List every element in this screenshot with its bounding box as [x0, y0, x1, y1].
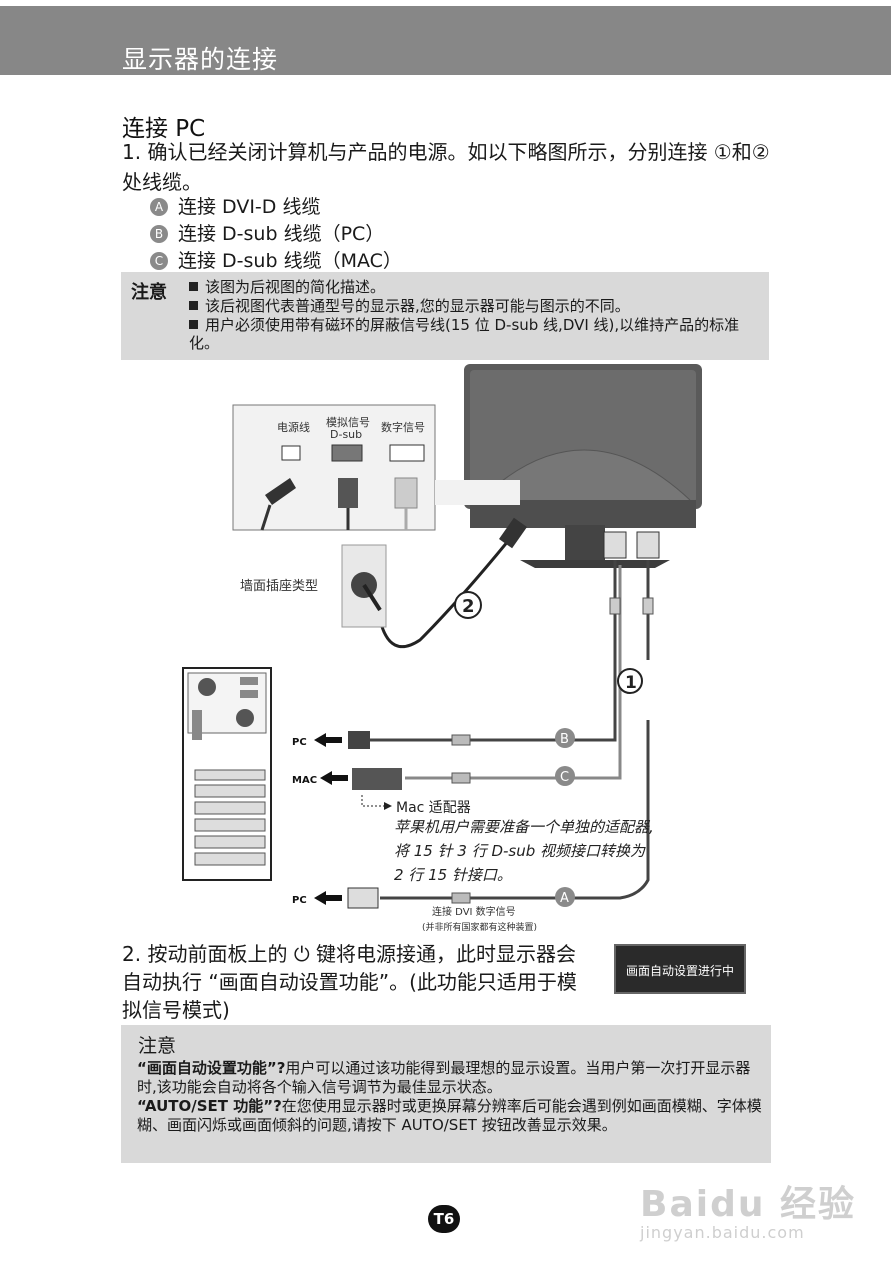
- dvi-caption-sub: (并非所有国家都有这种装置): [422, 921, 537, 933]
- option-b-label: 连接 D-sub 线缆（PC）: [178, 223, 385, 245]
- signal-cables: [347, 560, 654, 909]
- mac-adapter-note: 苹果机用户需要准备一个单独的适配器,将 15 针 3 行 D-sub 视频接口转…: [394, 818, 654, 884]
- power-cord-label: 电源线: [277, 420, 310, 434]
- step-1-text: 1. 确认已经关闭计算机与产品的电源。如以下略图所示，分别连接 ①和②处线缆。: [122, 140, 770, 194]
- note-box-1: 注意 该图为后视图的简化描述。 该后视图代表普通型号的显示器,您的显示器可能与图…: [121, 272, 769, 360]
- watermark-logo: Baidu 经验: [640, 1184, 857, 1225]
- note-1-item: 用户必须使用带有磁环的屏蔽信号线(15 位 D-sub 线,DVI 线),以维持…: [189, 316, 740, 352]
- digital-signal-label: 数字信号: [381, 420, 425, 434]
- note-1-item: 该后视图代表普通型号的显示器,您的显示器可能与图示的不同。: [189, 297, 759, 315]
- note-2-paragraph-1: “画面自动设置功能”?用户可以通过该功能得到最理想的显示设置。当用户第一次打开显…: [137, 1059, 751, 1096]
- auto-setup-screen: 画面自动设置进行中: [614, 944, 746, 994]
- mac-adapter-label: Mac 适配器: [396, 800, 471, 816]
- note-2-paragraph-2: “AUTO/SET 功能”?在您使用显示器时或更换屏幕分辨率后可能会遇到例如画面…: [137, 1097, 762, 1134]
- step-2-suffix: 键将电源接通，此时显示器会自动执行 “画面自动设置功能”。(此功能只适用于模拟信…: [122, 942, 577, 1022]
- num-1-marker: [617, 668, 643, 694]
- badge-b-marker: [555, 728, 575, 748]
- page-header: 显示器的连接: [0, 6, 891, 75]
- power-cable: [341, 517, 528, 649]
- badge-c-text: C: [560, 770, 569, 785]
- badge-c-marker: [555, 766, 575, 786]
- step-2-prefix: 2. 按动前面板上的: [122, 942, 288, 966]
- page-number: T6: [428, 1205, 460, 1233]
- note-box-2: 注意 “画面自动设置功能”?用户可以通过该功能得到最理想的显示设置。当用户第一次…: [121, 1025, 771, 1163]
- pc-arrow-icon: [314, 891, 342, 905]
- option-a-badge: A: [150, 198, 168, 216]
- dvi-caption: 连接 DVI 数字信号: [432, 905, 516, 918]
- option-c-label: 连接 D-sub 线缆（MAC）: [178, 250, 402, 272]
- outlet-type-label: 墙面插座类型: [240, 579, 318, 594]
- section-title: 连接 PC: [122, 116, 206, 142]
- connection-diagram: 电源线 模拟信号 D-sub 数字信号 墙面插座类型 2: [182, 364, 702, 933]
- option-a: A 连接 DVI-D 线缆: [150, 192, 320, 219]
- pc-label-a: PC: [292, 895, 307, 906]
- auto-setup-text: 画面自动设置进行中: [625, 964, 734, 978]
- note-1-label: 注意: [131, 282, 167, 303]
- pc-arrow-icon: [314, 733, 342, 747]
- monitor-rear-illustration: [464, 364, 702, 568]
- step-2-text: 2. 按动前面板上的 ⏻ 键将电源接通，此时显示器会自动执行 “画面自动设置功能…: [122, 940, 592, 1024]
- option-b: B 连接 D-sub 线缆（PC）: [150, 219, 384, 246]
- pc-tower-illustration: [182, 667, 272, 881]
- mac-arrow-icon: [320, 771, 348, 785]
- page-title: 显示器的连接: [122, 45, 279, 74]
- num-2-marker: [454, 591, 482, 619]
- num-1-text: 1: [625, 673, 637, 693]
- pc-label-b: PC: [292, 737, 307, 748]
- power-icon: ⏻: [293, 942, 310, 966]
- option-c: C 连接 D-sub 线缆（MAC）: [150, 246, 402, 273]
- badge-a-text: A: [560, 891, 569, 906]
- option-a-label: 连接 DVI-D 线缆: [178, 196, 321, 218]
- note-2-label: 注意: [138, 1035, 177, 1057]
- badge-b-text: B: [560, 732, 569, 747]
- num-2-text: 2: [462, 596, 475, 617]
- badge-a-marker: [555, 887, 575, 907]
- pointer-arrow-icon: [384, 802, 392, 810]
- note-1-item: 该图为后视图的简化描述。: [189, 278, 759, 296]
- mac-label: MAC: [292, 775, 317, 786]
- dsub-label: D-sub: [330, 428, 362, 441]
- option-b-badge: B: [150, 225, 168, 243]
- watermark-url: jingyan.baidu.com: [640, 1223, 805, 1242]
- port-callout-box: [232, 404, 520, 531]
- analog-signal-label: 模拟信号: [326, 415, 370, 429]
- option-c-badge: C: [150, 252, 168, 270]
